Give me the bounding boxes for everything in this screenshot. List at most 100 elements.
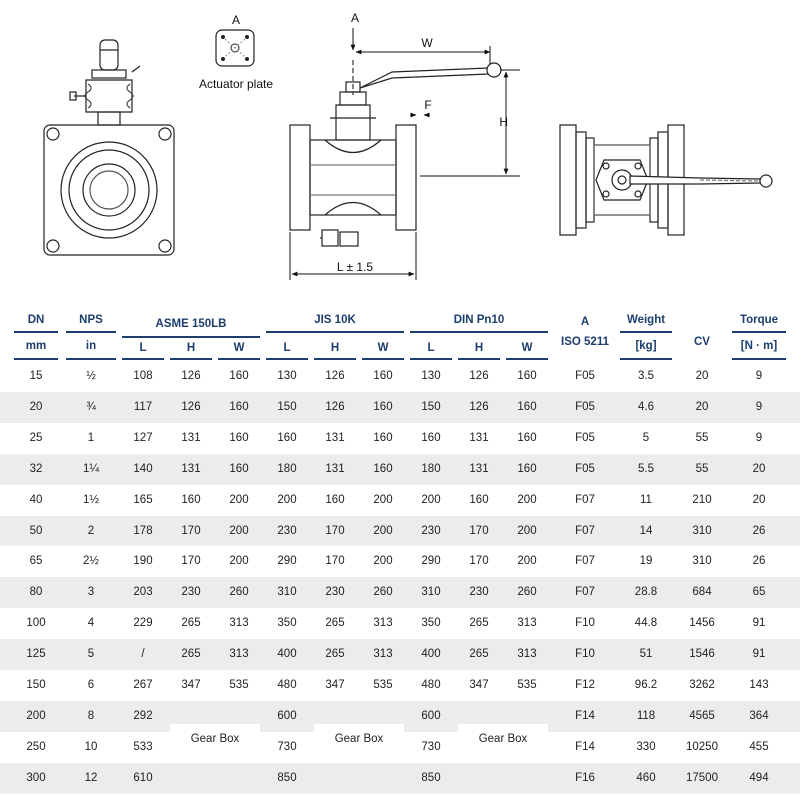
cell-weight: 19: [639, 555, 653, 568]
cell-dn: 20: [29, 400, 43, 413]
cell-weight: 96.2: [634, 679, 658, 691]
cell-din-0: 480: [421, 679, 441, 691]
cell-iso: F05: [575, 462, 595, 475]
rule-bot-dn: [14, 358, 58, 360]
cell-jis-2: 200: [373, 555, 393, 568]
hdr-iso: A: [580, 316, 590, 328]
cell-jis-2: 535: [373, 679, 393, 691]
sub-torque: [N · m]: [740, 340, 778, 352]
cell-asme-1: 126: [181, 370, 201, 382]
cell-asme-1: 131: [181, 431, 201, 444]
cell-dn: 40: [29, 493, 43, 506]
cell-jis-2: 160: [373, 400, 393, 413]
dim-w-label: W: [421, 36, 433, 50]
cell-din-0: 130: [421, 370, 441, 382]
cell-torque: 494: [749, 771, 769, 784]
cell-torque: 91: [752, 617, 766, 630]
cell-jis-1: 160: [325, 493, 345, 506]
cell-asme-0: 117: [133, 400, 153, 413]
cell-asme-0: 165: [133, 493, 153, 506]
cell-din-2: 160: [517, 431, 537, 444]
cell-torque: 455: [749, 740, 769, 753]
cell-din-1: 131: [469, 462, 489, 475]
cell-jis-0: 850: [277, 771, 297, 784]
cell-din-1: 265: [469, 648, 489, 661]
cell-iso: F05: [575, 431, 595, 444]
cell-asme-0: 190: [133, 555, 153, 568]
gearbox-asme: Gear Box: [170, 724, 260, 755]
rule-bot-din-w: [506, 358, 548, 360]
cell-iso: F05: [575, 370, 595, 382]
rule-bot-din-h: [458, 358, 500, 360]
cell-asme-1: 131: [181, 462, 201, 475]
cell-asme-1: 265: [181, 617, 201, 630]
cell-nps: 12: [84, 771, 98, 784]
cell-dn: 200: [26, 709, 46, 722]
cell-din-0: 180: [421, 462, 441, 475]
sub-jis-w: W: [377, 342, 389, 354]
cell-cv: 684: [692, 586, 712, 599]
cell-cv: 1456: [689, 617, 715, 630]
cell-din-0: 310: [421, 586, 441, 599]
cell-cv: 310: [692, 555, 712, 568]
cell-asme-1: 230: [181, 586, 201, 599]
cell-torque: 9: [755, 431, 763, 444]
cell-iso: F07: [575, 524, 595, 537]
cell-asme-2: 260: [229, 586, 249, 599]
cell-nps: 8: [87, 709, 95, 722]
cell-cv: 4565: [689, 709, 715, 722]
sub-asme-w: W: [233, 342, 245, 354]
cell-jis-0: 600: [277, 709, 297, 722]
cell-weight: 118: [636, 709, 656, 722]
cell-cv: 1546: [689, 648, 715, 661]
cell-asme-1: [170, 763, 212, 794]
dim-h-label: H: [499, 115, 508, 129]
cell-torque: 91: [752, 648, 766, 661]
cell-weight: 14: [639, 524, 653, 537]
cell-asme-0: 267: [133, 679, 153, 691]
cell-jis-1: 131: [325, 431, 345, 444]
cell-asme-0: 203: [133, 586, 153, 599]
gearbox-din: Gear Box: [458, 724, 548, 755]
cell-weight: 28.8: [634, 586, 658, 599]
cell-jis-2: 160: [373, 370, 393, 382]
cell-din-1: 160: [469, 493, 489, 506]
rule-bot-nps: [66, 358, 116, 360]
dim-l-label: L ± 1.5: [337, 260, 373, 274]
cell-weight: 4.6: [638, 400, 654, 413]
cell-weight: 5: [642, 431, 650, 444]
cell-asme-0: /: [141, 648, 145, 661]
cell-jis-1: 347: [325, 679, 345, 691]
dim-a-label: A: [351, 11, 359, 25]
cell-din-2: 313: [517, 617, 537, 630]
cell-iso: F14: [575, 709, 595, 722]
cell-dn: 25: [29, 431, 43, 444]
actuator-plate-drawing: A Actuator plate: [199, 13, 273, 91]
cell-jis-0: 350: [277, 617, 297, 630]
cell-jis-0: 130: [277, 370, 297, 382]
cell-iso: F07: [575, 493, 595, 506]
cell-iso: F05: [575, 400, 595, 413]
cell-nps: 2: [87, 524, 95, 537]
cell-iso: F10: [575, 648, 595, 661]
cell-cv: 210: [692, 493, 712, 506]
cell-jis-2: 160: [373, 431, 393, 444]
spec-table: DN NPS ASME 150LB JIS 10K DIN Pn10 A ISO…: [0, 308, 800, 800]
cell-din-0: 290: [421, 555, 441, 568]
hdr-din: DIN Pn10: [453, 314, 505, 326]
hdr-nps: NPS: [79, 314, 103, 326]
cell-cv: 310: [692, 524, 712, 537]
cell-din-0: 350: [421, 617, 441, 630]
rule-top-weight: [620, 331, 672, 333]
cell-asme-2: 313: [229, 648, 249, 661]
rule-bot-weight: [620, 358, 672, 360]
cell-iso: F07: [575, 555, 595, 568]
cell-weight: 11: [640, 493, 652, 506]
cell-asme-2: 200: [229, 524, 249, 537]
cell-nps: 5: [87, 648, 95, 661]
cell-jis-1: 265: [325, 617, 345, 630]
cell-jis-2: 260: [373, 586, 393, 599]
